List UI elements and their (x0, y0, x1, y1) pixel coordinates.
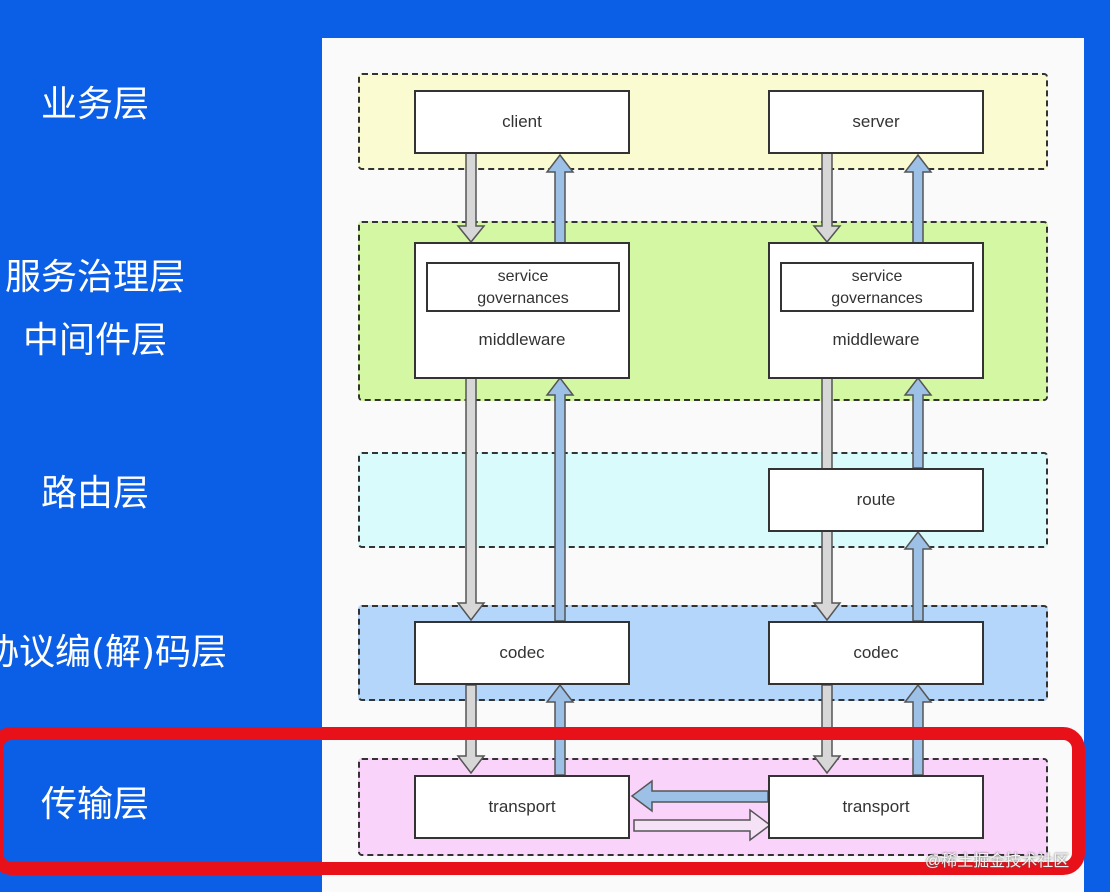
layer-label-service-governance: 服务治理层 (4, 257, 185, 298)
node-transport-right: transport (768, 775, 984, 839)
layer-label-routing: 路由层 (40, 473, 149, 514)
transport-layer-highlight (0, 727, 1085, 875)
node-server: server (768, 90, 984, 154)
watermark: @稀土掘金技术社区 (925, 853, 1070, 870)
node-codec-right: codec (768, 621, 984, 685)
layer-label-transport: 传输层 (40, 784, 149, 825)
node-middleware-right: service governances middleware (768, 242, 984, 379)
arrow-down-left-2 (456, 377, 486, 622)
arrows-layer (456, 152, 933, 842)
arrow-down-right-1 (812, 152, 842, 244)
arrow-up-left-1 (545, 153, 575, 244)
node-service-governances-right: service governances (780, 262, 974, 312)
node-route: route (768, 468, 984, 532)
node-service-governances-left: service governances (426, 262, 620, 312)
layer-label-codec: 协议编(解)码层 (0, 632, 228, 673)
layer-label-business: 业务层 (40, 84, 149, 125)
arrow-up-right-2 (903, 376, 933, 469)
node-transport-left: transport (414, 775, 630, 839)
node-middleware-left: service governances middleware (414, 242, 630, 379)
arrow-up-right-3 (903, 530, 933, 622)
diagram-panel: client server service governances middle… (322, 38, 1084, 892)
node-client: client (414, 90, 630, 154)
arrow-up-right-1 (903, 153, 933, 244)
layer-label-middleware: 中间件层 (22, 320, 167, 361)
arrow-down-left-1 (456, 152, 486, 244)
node-codec-left: codec (414, 621, 630, 685)
arrow-transport-right (633, 808, 772, 842)
arrow-transport-left (630, 779, 769, 813)
arrow-up-left-2 (545, 376, 575, 622)
